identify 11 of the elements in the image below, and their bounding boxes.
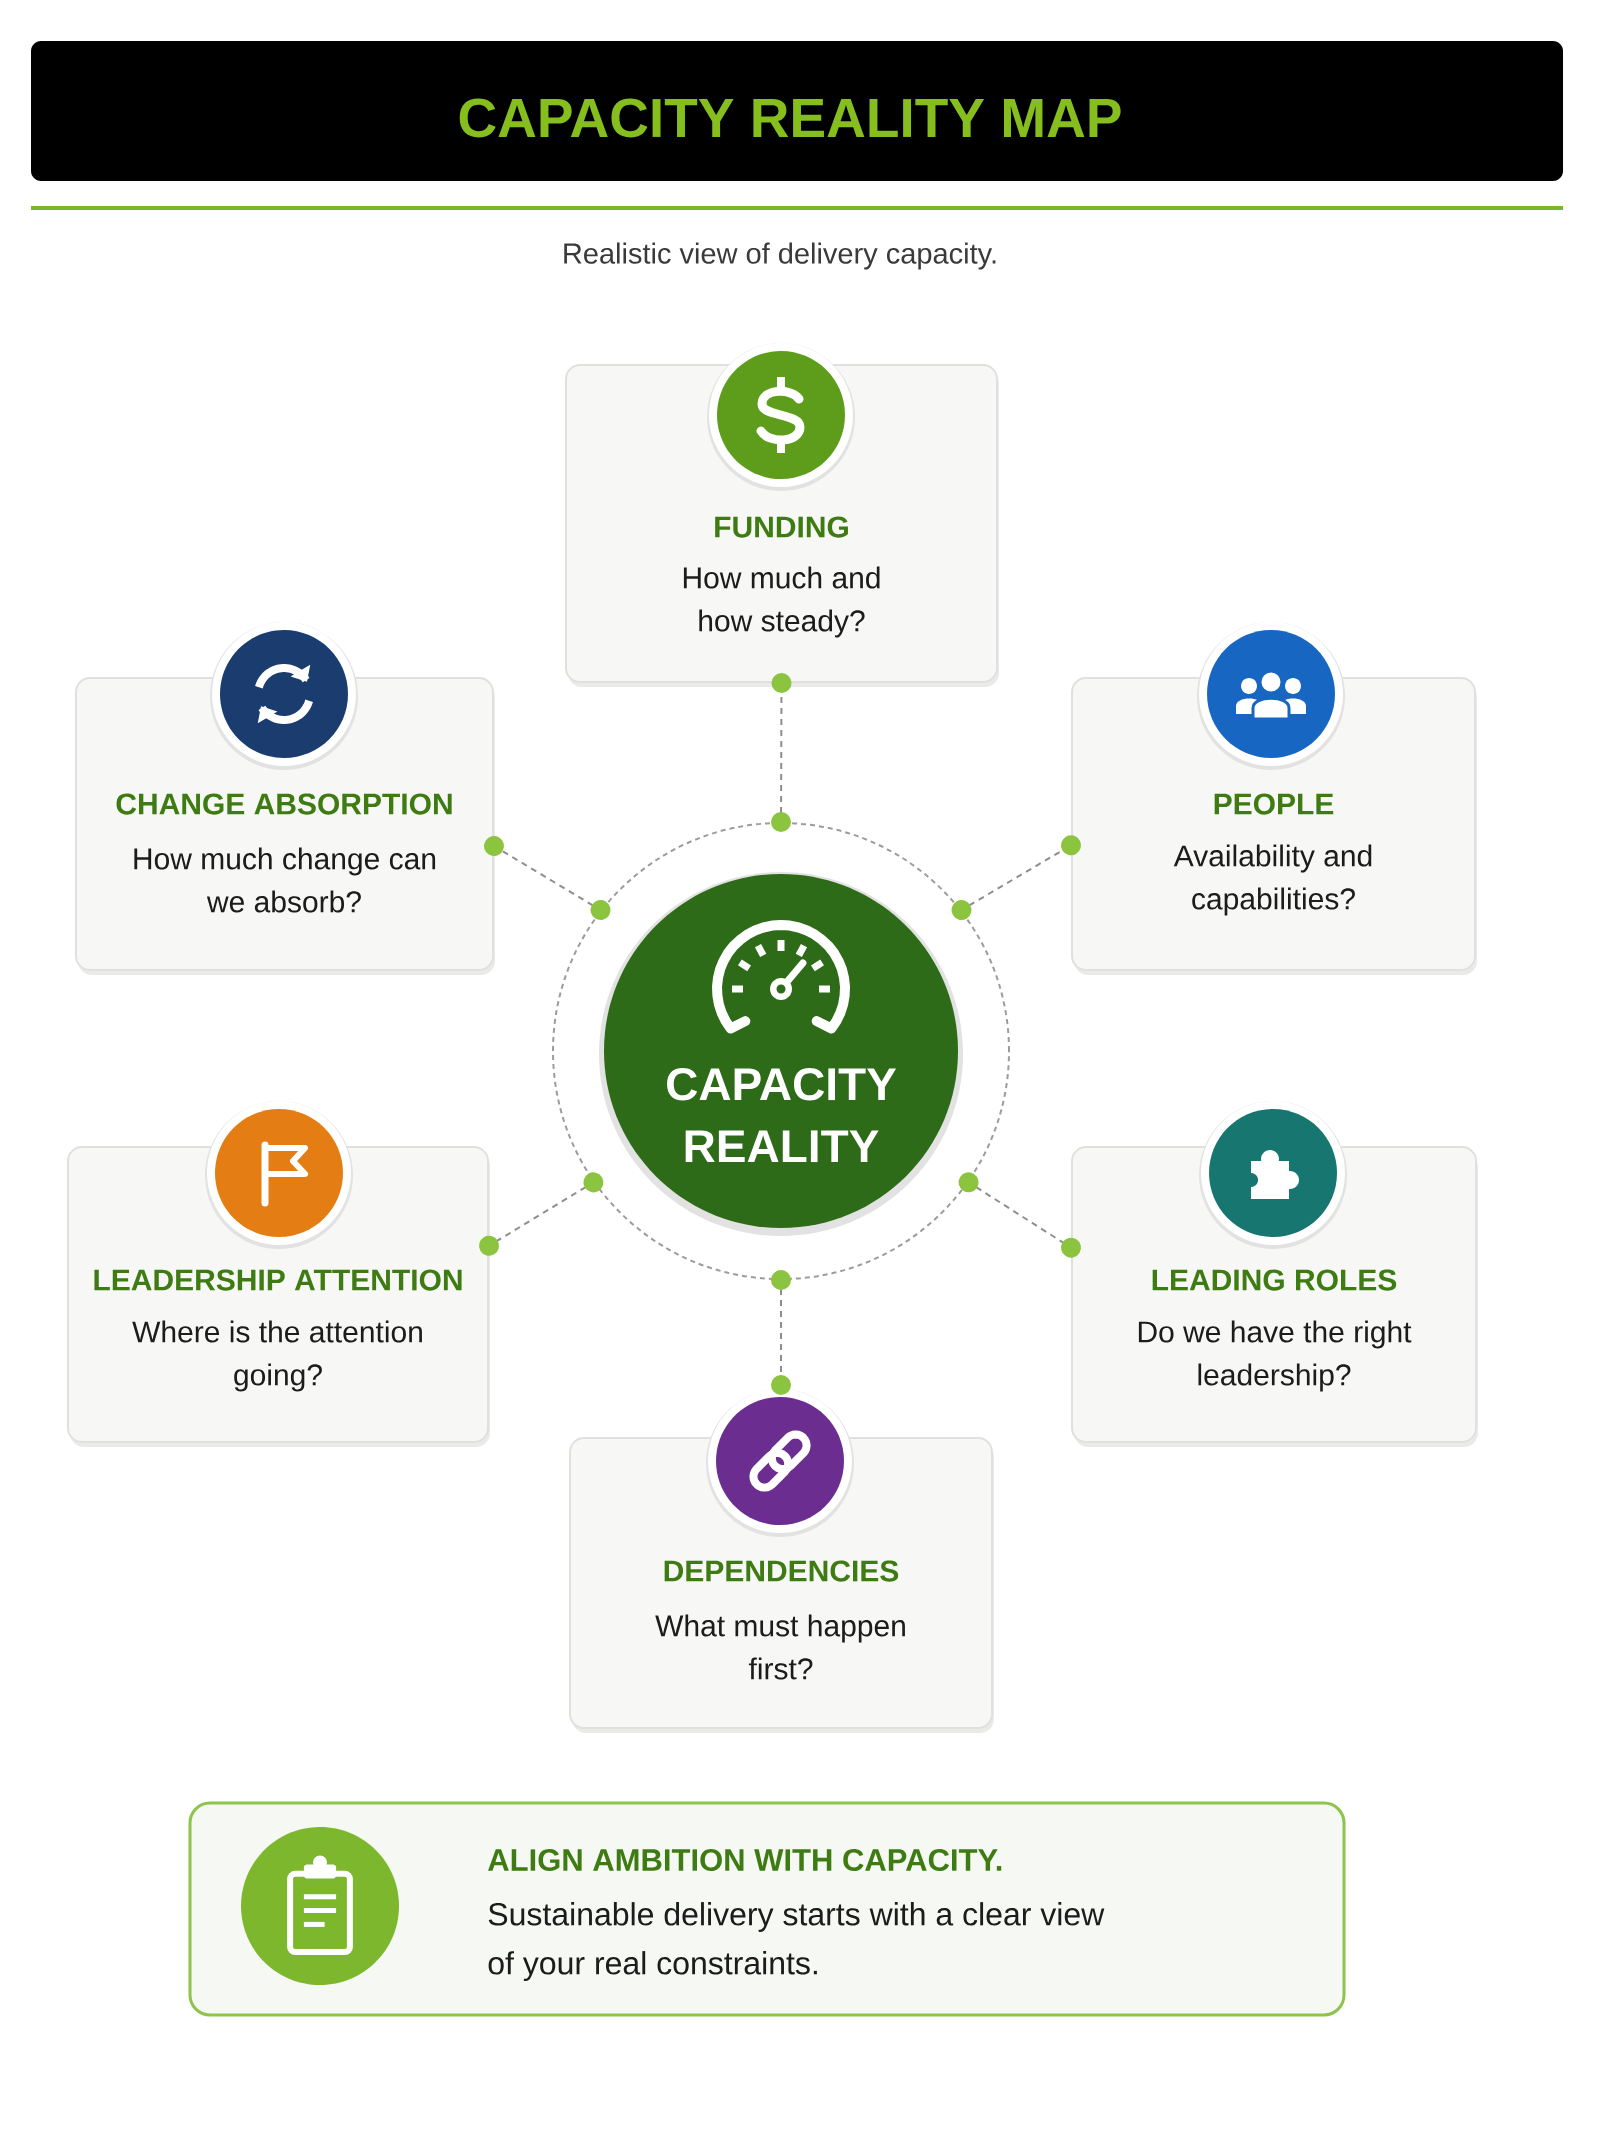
subtitle: Realistic view of delivery capacity. (564, 242, 996, 270)
connector (771, 1270, 791, 1395)
connector (958, 1172, 1081, 1258)
connector (951, 835, 1081, 920)
panel-heading: ALIGN AMBITION WITH CAPACITY. (488, 1849, 1002, 1871)
connector (484, 836, 611, 921)
title-bar: CAPACITY REALITY MAP (31, 41, 1563, 181)
connector (479, 1172, 604, 1256)
hub-label: CAPACITY REALITY (667, 1067, 897, 1163)
panel-text: Sustainable delivery starts with a clear view of your real constraints. (488, 1902, 1105, 1981)
connector (771, 673, 792, 832)
